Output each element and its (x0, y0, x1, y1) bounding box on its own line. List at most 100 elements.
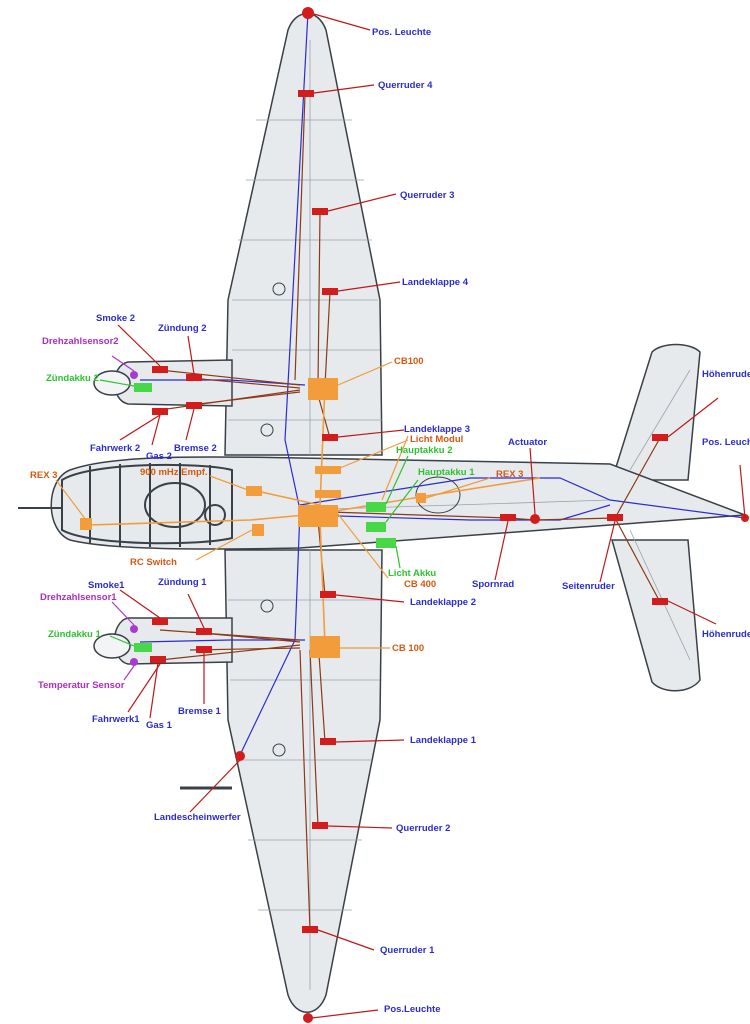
label-smoke-1: Smoke1 (88, 580, 125, 591)
label-rc-switch: RC Switch (130, 557, 177, 568)
label-pos-leuchte-tail: Pos. Leuchte (702, 437, 750, 448)
label-zuendakku-1: Zündakku 1 (48, 629, 102, 640)
main-battery-2 (366, 502, 386, 512)
flap-servo-1 (320, 738, 336, 745)
leader-lines-red (117, 13, 746, 1019)
label-pos-leuchte-bottom: Pos.Leuchte (384, 1004, 441, 1015)
leader-lines-green (99, 379, 419, 647)
label-zuendakku-2: Zündakku 2 (46, 373, 99, 384)
cb100-unit-bottom (310, 636, 340, 658)
components-purple (130, 371, 138, 666)
inspection-hatches (260, 282, 461, 757)
components-orange (80, 378, 426, 658)
elevator-servo-right (652, 434, 668, 441)
pos-light-top (302, 7, 314, 19)
label-cb-100-bottom: CB 100 (392, 643, 424, 654)
label-zuendung-2: Zündung 2 (158, 323, 207, 334)
labels: Pos. Leuchte Querruder 4 Querruder 3 Lan… (30, 27, 750, 1015)
label-querruder-1: Querruder 1 (380, 945, 435, 956)
label-spornrad: Spornrad (472, 579, 514, 590)
rex3-unit-right (416, 493, 426, 503)
label-zuendung-1: Zündung 1 (158, 577, 207, 588)
label-querruder-3: Querruder 3 (400, 190, 454, 201)
label-pos-leuchte-top: Pos. Leuchte (372, 27, 431, 38)
light-module-unit-2 (315, 490, 341, 498)
label-licht-akku: Licht Akku (388, 568, 436, 579)
actuator-unit (530, 514, 540, 524)
label-gas-1: Gas 1 (146, 720, 173, 731)
wiring-orange (87, 384, 541, 646)
aileron-servo-3 (312, 208, 328, 215)
label-smoke-2: Smoke 2 (96, 313, 135, 324)
label-cb-400: CB 400 (404, 579, 436, 590)
components-green (134, 383, 396, 652)
label-landeklappe-2: Landeklappe 2 (410, 597, 476, 608)
aileron-servo-1 (302, 926, 318, 933)
brake-1-unit (196, 646, 212, 653)
flap-servo-3 (322, 434, 338, 441)
label-actuator: Actuator (508, 437, 547, 448)
label-cb100-top: CB100 (394, 356, 424, 367)
lower-wing (224, 549, 383, 1013)
label-fahrwerk-1: Fahrwerk1 (92, 714, 140, 725)
main-battery-1 (366, 522, 386, 532)
label-gas-2: Gas 2 (146, 451, 172, 462)
rudder-servo (607, 514, 623, 521)
aileron-servo-4 (298, 90, 314, 97)
upper-wing (224, 12, 383, 456)
label-hoehenruder-li: Höhenruder Li (702, 629, 750, 640)
label-drehzahlsensor-2: Drehzahlsensor2 (42, 336, 119, 347)
pos-light-bottom (303, 1013, 313, 1023)
fuselage (50, 456, 746, 550)
label-rex-3-right: REX 3 (496, 469, 523, 480)
cb100-unit-top (308, 378, 338, 400)
gas-1-unit (150, 656, 166, 663)
label-hauptakku-2: Hauptakku 2 (396, 445, 453, 456)
stabilizer-upper (610, 343, 701, 481)
flap-servo-4 (322, 288, 338, 295)
engine-nacelle-2 (113, 359, 233, 407)
leader-lines-orange (55, 361, 491, 649)
label-hoehenruder-re: Höhenruder re (702, 369, 750, 380)
light-module-unit (315, 466, 341, 474)
receiver-900-unit (246, 486, 262, 496)
rpm-sensor-1 (130, 625, 138, 633)
airframe (50, 12, 746, 1013)
label-querruder-2: Querruder 2 (396, 823, 450, 834)
gear-2-unit (152, 408, 168, 415)
rex3-unit-left (80, 518, 92, 530)
tailwheel-servo (500, 514, 516, 521)
flap-servo-2 (320, 591, 336, 598)
label-seitenruder: Seitenruder (562, 581, 615, 592)
smoke-1-unit (152, 618, 168, 625)
label-900-empf: 900 mHz Empf. (140, 467, 208, 478)
landing-light (235, 751, 245, 761)
label-drehzahlsensor-1: Drehzahlsensor1 (40, 592, 117, 603)
temperature-sensor (130, 658, 138, 666)
cb400-unit (298, 505, 338, 527)
label-landeklappe-4: Landeklappe 4 (402, 277, 469, 288)
elevator-servo-left (652, 598, 668, 605)
light-battery (376, 538, 396, 548)
brake-2-unit (186, 402, 202, 409)
rpm-sensor-2 (130, 371, 138, 379)
label-licht-modul: Licht Modul (410, 434, 463, 445)
label-landescheinwerfer: Landescheinwerfer (154, 812, 241, 823)
cockpit-frame (61, 463, 233, 547)
label-bremse-1: Bremse 1 (178, 706, 221, 717)
leader-lines-purple (111, 355, 135, 681)
label-hauptakku-1: Hauptakku 1 (418, 467, 475, 478)
label-landeklappe-3: Landeklappe 3 (404, 424, 470, 435)
components-red (150, 7, 749, 1023)
ignition-battery-2 (134, 383, 152, 392)
smoke-2-unit (152, 366, 168, 373)
aileron-servo-2 (312, 822, 328, 829)
engine-spinner-2 (93, 370, 131, 396)
label-landeklappe-1: Landeklappe 1 (410, 735, 477, 746)
label-temperatur-sensor: Temperatur Sensor (38, 680, 125, 691)
stabilizer-lower (611, 539, 701, 692)
label-bremse-2: Bremse 2 (174, 443, 217, 454)
rc-switch-unit (252, 524, 264, 536)
label-querruder-4: Querruder 4 (378, 80, 433, 91)
